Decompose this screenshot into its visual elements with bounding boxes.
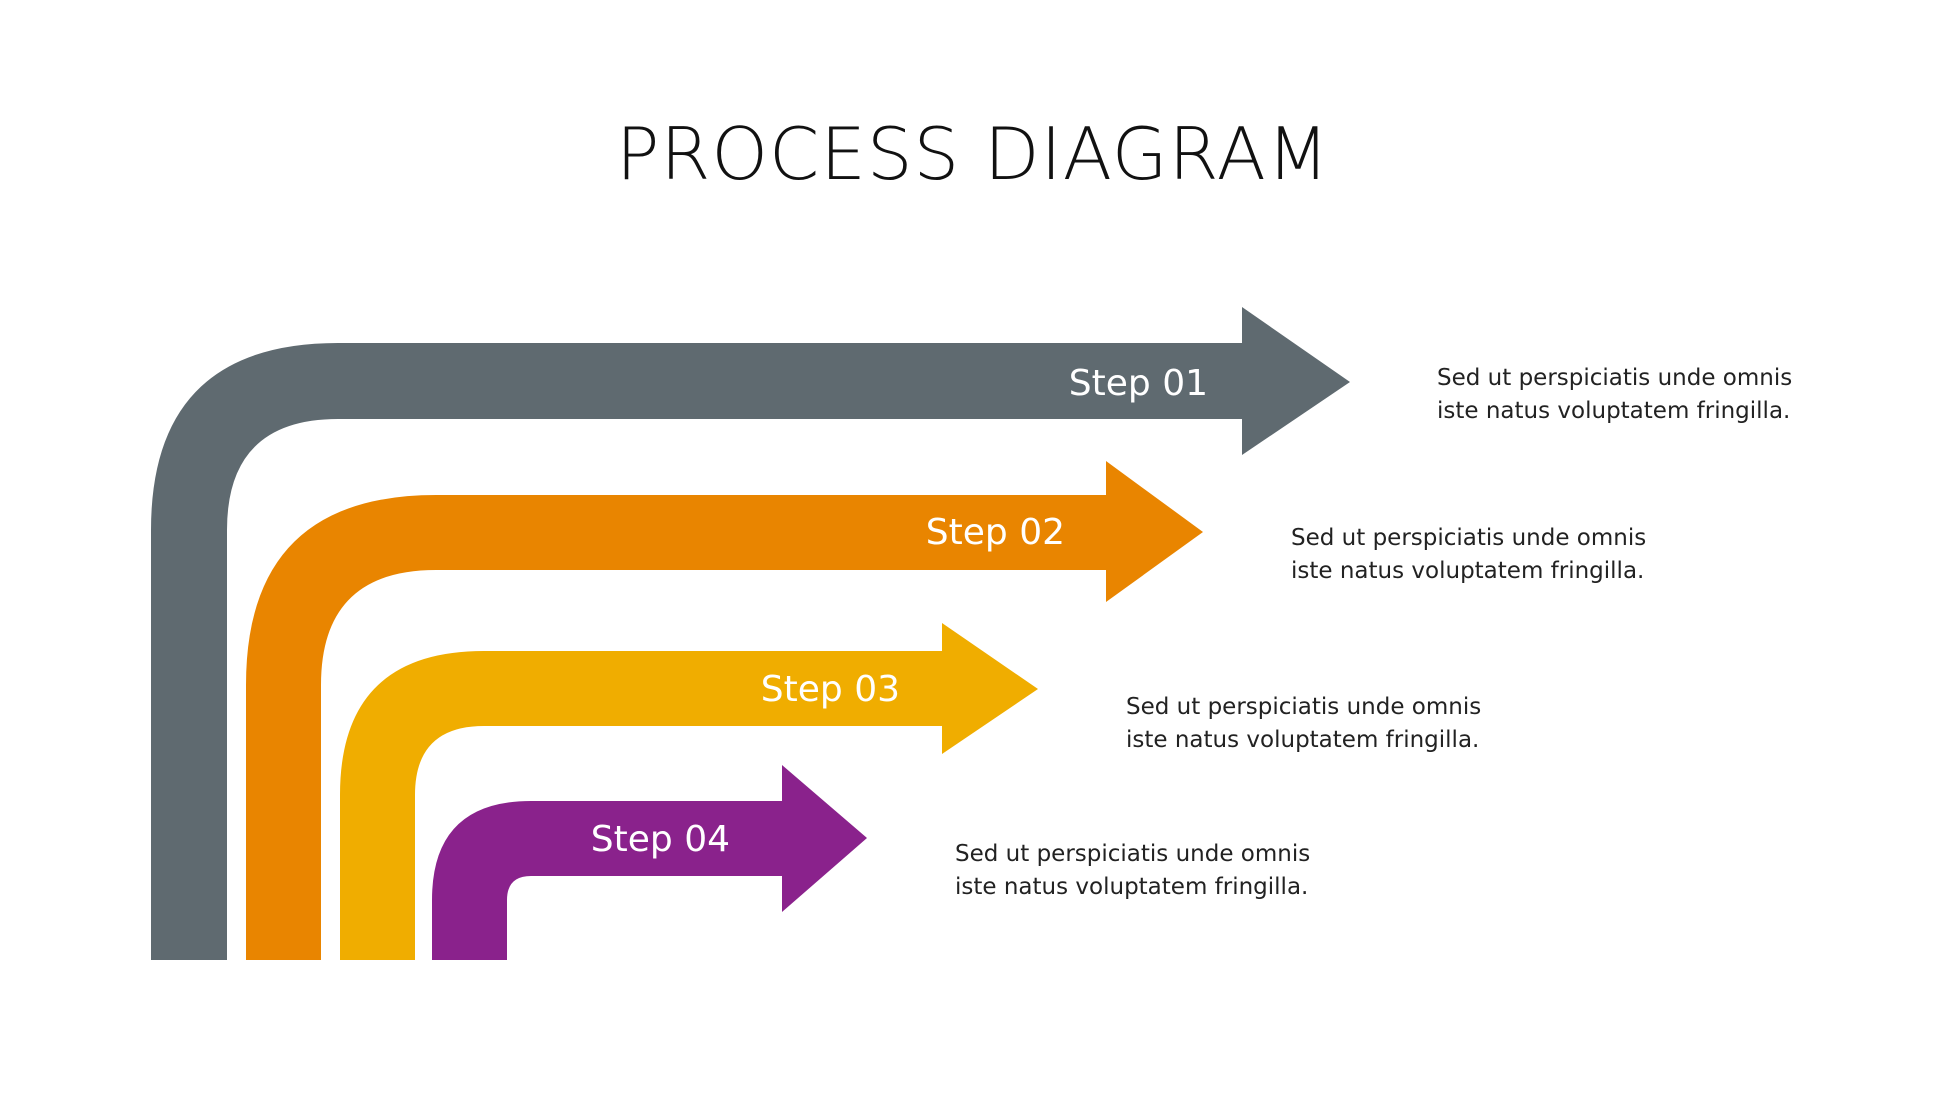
step-description-4: Sed ut perspiciatis unde omnis iste natu… <box>955 838 1310 904</box>
step-description-4-line-1: Sed ut perspiciatis unde omnis <box>955 841 1311 867</box>
step-description-1-line-2: iste natus voluptatem fringilla. <box>1437 398 1791 424</box>
step-description-3: Sed ut perspiciatis unde omnis iste natu… <box>1126 691 1481 757</box>
step-description-1-line-1: Sed ut perspiciatis unde omnis <box>1437 365 1793 391</box>
step-arrow-3-shape <box>340 623 1038 960</box>
step-arrow-2: Step 02 <box>246 461 1203 960</box>
step-description-1: Sed ut perspiciatis unde omnis iste natu… <box>1437 362 1792 428</box>
step-description-4-line-2: iste natus voluptatem fringilla. <box>955 874 1309 900</box>
page-title: PROCESS DIAGRAM <box>615 112 1331 196</box>
step-arrow-1: Step 01 <box>151 307 1350 960</box>
step-description-3-line-2: iste natus voluptatem fringilla. <box>1126 727 1480 753</box>
step-arrow-4-shape <box>432 765 867 960</box>
step-description-3-line-1: Sed ut perspiciatis unde omnis <box>1126 694 1482 720</box>
step-arrow-4: Step 04 <box>432 765 867 960</box>
step-description-2-line-1: Sed ut perspiciatis unde omnis <box>1291 525 1647 551</box>
step-label-2: Step 02 <box>926 512 1065 553</box>
step-description-2-line-2: iste natus voluptatem fringilla. <box>1291 558 1645 584</box>
step-label-3: Step 03 <box>761 669 900 710</box>
step-arrow-1-shape <box>151 307 1350 960</box>
step-label-1: Step 01 <box>1069 363 1208 404</box>
step-arrow-3: Step 03 <box>340 623 1038 960</box>
step-arrow-2-shape <box>246 461 1203 960</box>
step-description-2: Sed ut perspiciatis unde omnis iste natu… <box>1291 522 1646 588</box>
step-label-4: Step 04 <box>591 819 730 860</box>
